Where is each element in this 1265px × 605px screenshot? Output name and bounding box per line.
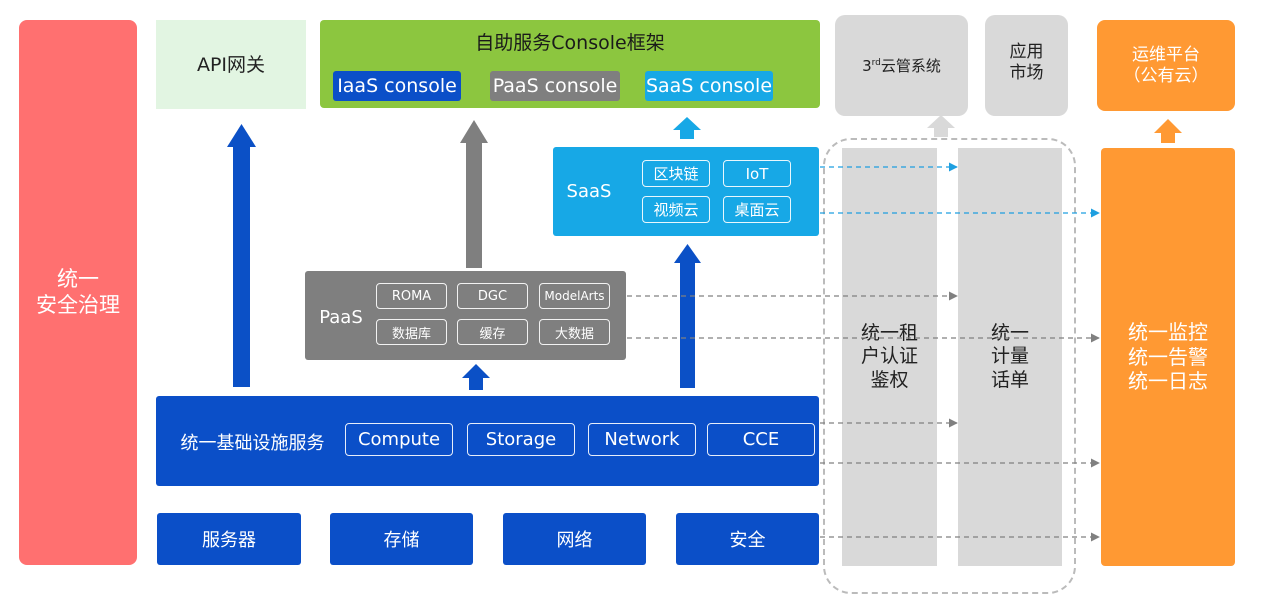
saas-console-label: SaaS console <box>645 75 773 97</box>
saas-item-iot[interactable]: IoT <box>723 160 791 187</box>
paas-item-roma[interactable]: ROMA <box>376 283 447 309</box>
app-market-block: 应用 市场 <box>985 15 1068 116</box>
third-party-cloud-label: 3rd云管系统 <box>862 57 941 75</box>
billing-label: 统一 计量 话单 <box>990 322 1029 391</box>
arrow-monitoring-to-ops-platform <box>1154 119 1182 143</box>
hardware-network: 网络 <box>503 513 646 565</box>
iaas-item-compute[interactable]: Compute <box>345 423 453 456</box>
ops-platform-label: 运维平台 （公有云） <box>1123 44 1209 86</box>
arrow-group-to-third-party <box>927 115 955 137</box>
tenant-auth-label: 统一租 户认证 鉴权 <box>860 322 918 391</box>
security-governance-label: 统一 安全治理 <box>36 266 120 317</box>
iaas-block <box>156 396 819 486</box>
console-frame-title: 自助服务Console框架 <box>475 32 665 54</box>
paas-label: PaaS <box>319 306 363 328</box>
saas-block <box>553 147 819 236</box>
saas-item-video-cloud[interactable]: 视频云 <box>642 196 710 223</box>
paas-block <box>305 271 626 360</box>
api-gateway-block: API网关 <box>156 20 306 109</box>
iaas-item-network[interactable]: Network <box>588 423 696 456</box>
arrow-saas-to-console <box>673 117 701 139</box>
paas-item-dgc[interactable]: DGC <box>457 283 528 309</box>
hardware-storage: 存储 <box>330 513 473 565</box>
arrow-paas-to-console <box>460 120 488 268</box>
app-market-label: 应用 市场 <box>1009 42 1044 83</box>
paas-console-label: PaaS console <box>492 75 618 97</box>
arrow-infra-to-paas <box>462 364 490 390</box>
arrow-infra-to-saas <box>674 244 701 388</box>
api-gateway-label: API网关 <box>196 54 266 76</box>
saas-label: SaaS <box>566 180 612 202</box>
paas-item-modelarts[interactable]: ModelArts <box>539 283 610 309</box>
tenant-auth-column: 统一租 户认证 鉴权 <box>842 148 937 566</box>
security-governance-block: 统一 安全治理 <box>19 20 137 565</box>
saas-item-blockchain[interactable]: 区块链 <box>642 160 710 187</box>
hardware-server: 服务器 <box>157 513 301 565</box>
iaas-label: 统一基础设施服务 <box>180 433 325 454</box>
arrow-infra-to-api-gateway <box>227 124 256 387</box>
iaas-item-cce[interactable]: CCE <box>707 423 815 456</box>
paas-item-cache[interactable]: 缓存 <box>457 319 528 345</box>
hardware-security: 安全 <box>676 513 819 565</box>
iaas-console-button[interactable]: IaaS console <box>333 71 461 101</box>
paas-item-database[interactable]: 数据库 <box>376 319 447 345</box>
platform-services-group-outline <box>823 138 1076 594</box>
paas-item-big-data[interactable]: 大数据 <box>539 319 610 345</box>
saas-console-button[interactable]: SaaS console <box>645 71 773 101</box>
third-party-cloud-block: 3rd云管系统 <box>835 15 968 116</box>
iaas-item-storage[interactable]: Storage <box>467 423 575 456</box>
monitoring-block: 统一监控 统一告警 统一日志 <box>1101 148 1235 566</box>
ops-platform-block: 运维平台 （公有云） <box>1097 20 1235 111</box>
billing-column: 统一 计量 话单 <box>958 148 1062 566</box>
paas-console-button[interactable]: PaaS console <box>490 71 620 101</box>
iaas-console-label: IaaS console <box>337 75 457 97</box>
saas-item-desktop-cloud[interactable]: 桌面云 <box>723 196 791 223</box>
monitoring-label: 统一监控 统一告警 统一日志 <box>1128 320 1208 394</box>
